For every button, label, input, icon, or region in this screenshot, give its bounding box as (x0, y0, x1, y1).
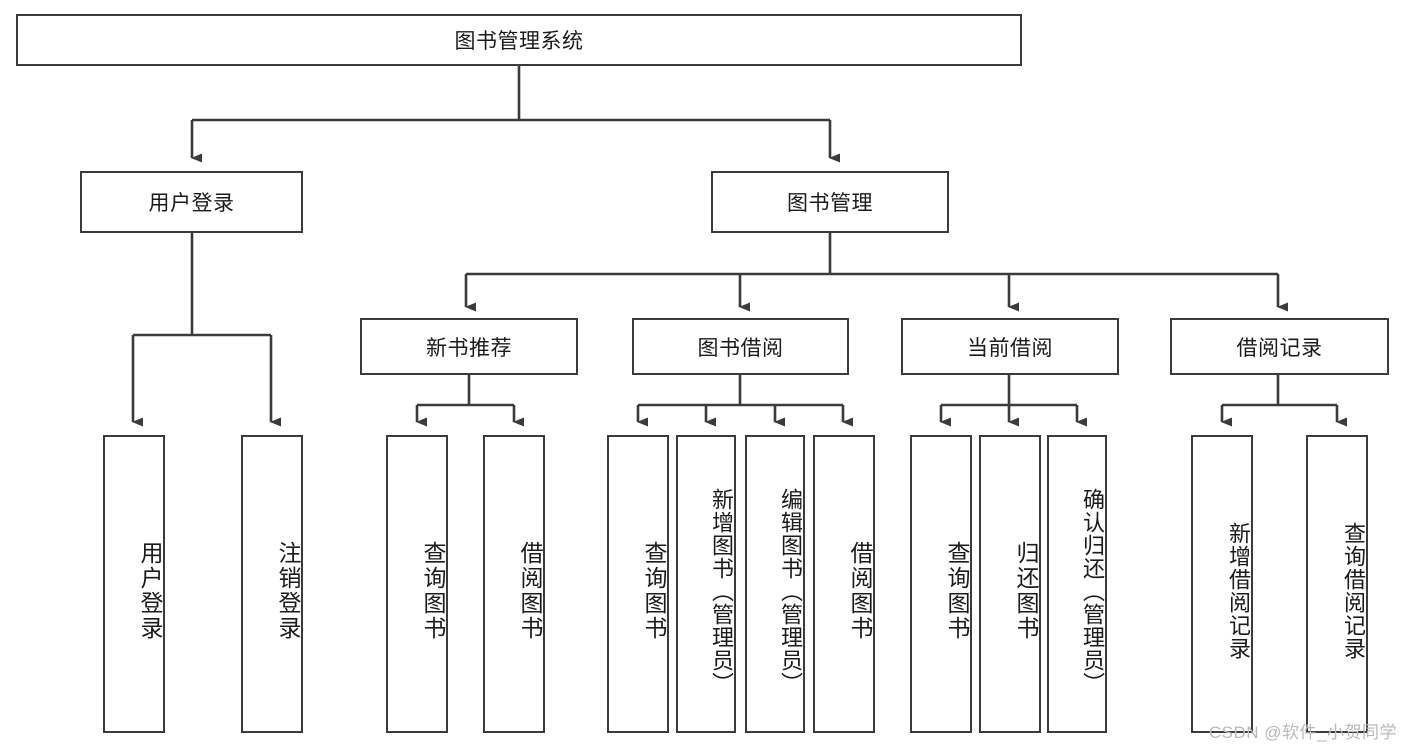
node-current-borrow[interactable]: 当前借阅 (901, 318, 1119, 375)
leaf-query-borrow-record-label: 查询借阅记录 (1341, 522, 1366, 660)
node-borrow-records[interactable]: 借阅记录 (1170, 318, 1389, 375)
node-book-borrow[interactable]: 图书借阅 (632, 318, 849, 375)
node-current-borrow-label: 当前借阅 (967, 336, 1053, 360)
leaf-borrow-book-recommend[interactable]: 借阅图书 (483, 435, 545, 733)
node-book-management[interactable]: 图书管理 (711, 171, 949, 233)
leaf-add-borrow-record-label: 新增借阅记录 (1226, 522, 1251, 660)
leaf-add-book-admin[interactable]: 新增图书（管理员） (676, 435, 736, 733)
node-book-borrow-label: 图书借阅 (697, 336, 784, 360)
node-user-login[interactable]: 用户登录 (80, 171, 303, 233)
leaf-query-book-current-label: 查询图书 (944, 541, 970, 641)
leaf-return-book-label: 归还图书 (1013, 541, 1039, 641)
leaf-query-borrow-record[interactable]: 查询借阅记录 (1306, 435, 1368, 733)
leaf-query-book-current[interactable]: 查询图书 (910, 435, 972, 733)
leaf-return-book[interactable]: 归还图书 (979, 435, 1041, 733)
leaf-query-book-recommend[interactable]: 查询图书 (386, 435, 448, 733)
leaf-borrow-book[interactable]: 借阅图书 (813, 435, 875, 733)
node-book-management-label: 图书管理 (787, 192, 873, 215)
leaf-confirm-return-admin-label: 确认归还（管理员） (1080, 487, 1105, 695)
leaf-query-book-borrow-label: 查询图书 (641, 541, 667, 641)
node-borrow-records-label: 借阅记录 (1236, 336, 1323, 360)
leaf-add-book-admin-label: 新增图书（管理员） (709, 487, 734, 695)
node-user-login-label: 用户登录 (148, 192, 235, 215)
leaf-add-borrow-record[interactable]: 新增借阅记录 (1191, 435, 1253, 733)
csdn-watermark: CSDN @软件_小贺同学 (1208, 723, 1397, 742)
node-new-book-recommend[interactable]: 新书推荐 (360, 318, 578, 375)
leaf-edit-book-admin[interactable]: 编辑图书（管理员） (745, 435, 805, 733)
node-new-book-recommend-label: 新书推荐 (426, 336, 512, 360)
leaf-edit-book-admin-label: 编辑图书（管理员） (778, 487, 803, 695)
leaf-user-login[interactable]: 用户登录 (103, 435, 165, 733)
leaf-query-book-borrow[interactable]: 查询图书 (607, 435, 669, 733)
leaf-confirm-return-admin[interactable]: 确认归还（管理员） (1047, 435, 1107, 733)
leaf-logout-label: 注销登录 (275, 541, 301, 641)
leaf-borrow-book-recommend-label: 借阅图书 (517, 541, 543, 641)
node-root[interactable]: 图书管理系统 (16, 14, 1022, 66)
leaf-logout[interactable]: 注销登录 (241, 435, 303, 733)
leaf-user-login-label: 用户登录 (137, 541, 163, 641)
leaf-query-book-recommend-label: 查询图书 (420, 541, 446, 641)
leaf-borrow-book-label: 借阅图书 (847, 541, 873, 641)
node-root-label: 图书管理系统 (454, 30, 584, 53)
